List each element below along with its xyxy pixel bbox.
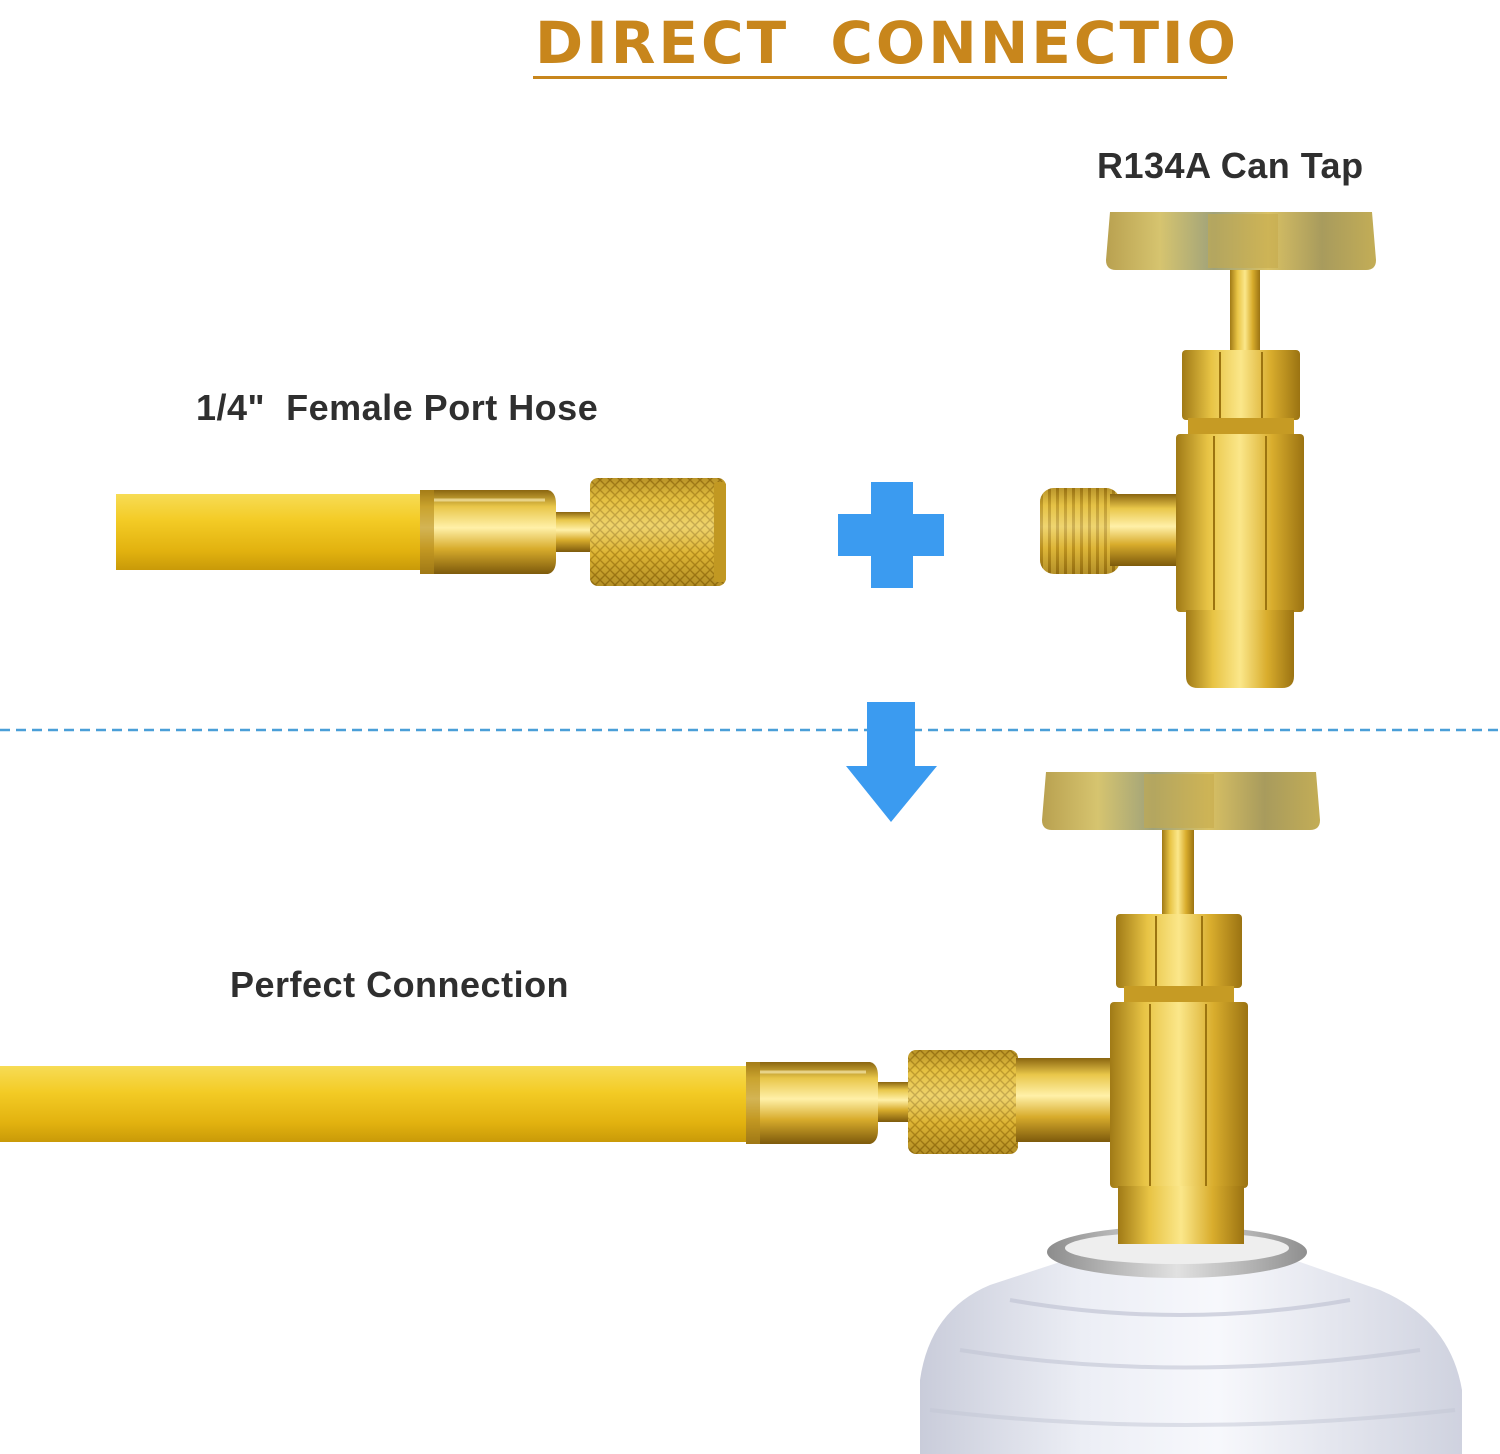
can-tap-label: R134A Can Tap	[1097, 145, 1364, 186]
can-tap-valve	[1040, 212, 1376, 688]
title-underline	[533, 76, 1227, 79]
hose-label: 1/4" Female Port Hose	[196, 387, 599, 428]
arrow-down-icon	[846, 702, 937, 822]
female-port-hose	[116, 478, 726, 586]
page-title: DIRECT CONNECTIO	[535, 9, 1239, 77]
plus-icon	[838, 482, 944, 588]
assembled-connection	[0, 772, 1462, 1454]
perfect-connection-label: Perfect Connection	[230, 964, 570, 1005]
